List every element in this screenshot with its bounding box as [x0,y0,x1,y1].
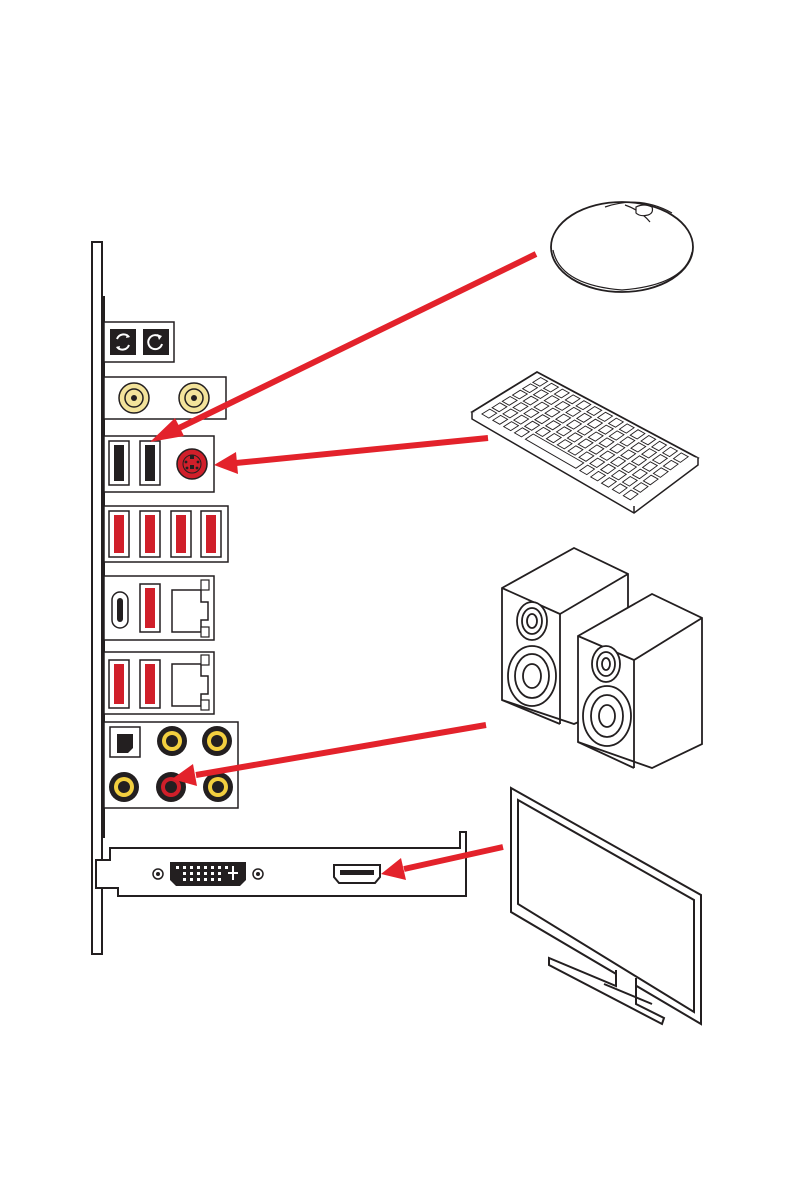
usb-port-icon[interactable] [109,660,129,708]
graphics-card-bracket [96,832,466,896]
lan-port-icon[interactable] [172,655,209,710]
usb-ps2-group [104,436,214,492]
audio-jack-icon[interactable] [202,726,232,756]
usb-port-icon[interactable] [109,441,129,485]
usb-port-icon[interactable] [140,584,160,632]
usb-port-icon[interactable] [140,660,160,708]
usb3-group [104,506,228,562]
audio-group [104,722,238,808]
speakers-icon [502,548,702,768]
antenna-connector-icon[interactable] [179,383,209,413]
monitor-icon [511,788,701,1024]
usbc-lan-group [104,576,214,640]
usb-port-icon[interactable] [171,511,191,557]
audio-jack-icon[interactable] [203,772,233,802]
optical-spdif-icon[interactable] [110,727,140,757]
button-group [104,322,174,362]
keyboard-icon [472,372,698,513]
usb-port-icon[interactable] [109,511,129,557]
usb-c-port-icon[interactable] [112,592,128,628]
arrow-keyboard-to-ps2 [214,438,488,474]
usb-port-icon[interactable] [140,511,160,557]
audio-jack-icon[interactable] [157,726,187,756]
io-shield-bar [92,242,102,954]
mouse-icon [551,202,693,292]
antenna-connector-icon[interactable] [119,383,149,413]
ps2-port-icon[interactable] [177,449,207,479]
usb-lan-group [104,652,214,714]
usb-port-icon[interactable] [201,511,221,557]
hdmi-port-icon[interactable] [334,865,380,883]
bios-flashback-icon[interactable] [143,329,169,355]
usb-port-icon[interactable] [140,441,160,485]
clear-cmos-icon[interactable] [110,329,136,355]
audio-jack-icon[interactable] [109,772,139,802]
rear-io-panel [92,242,104,954]
